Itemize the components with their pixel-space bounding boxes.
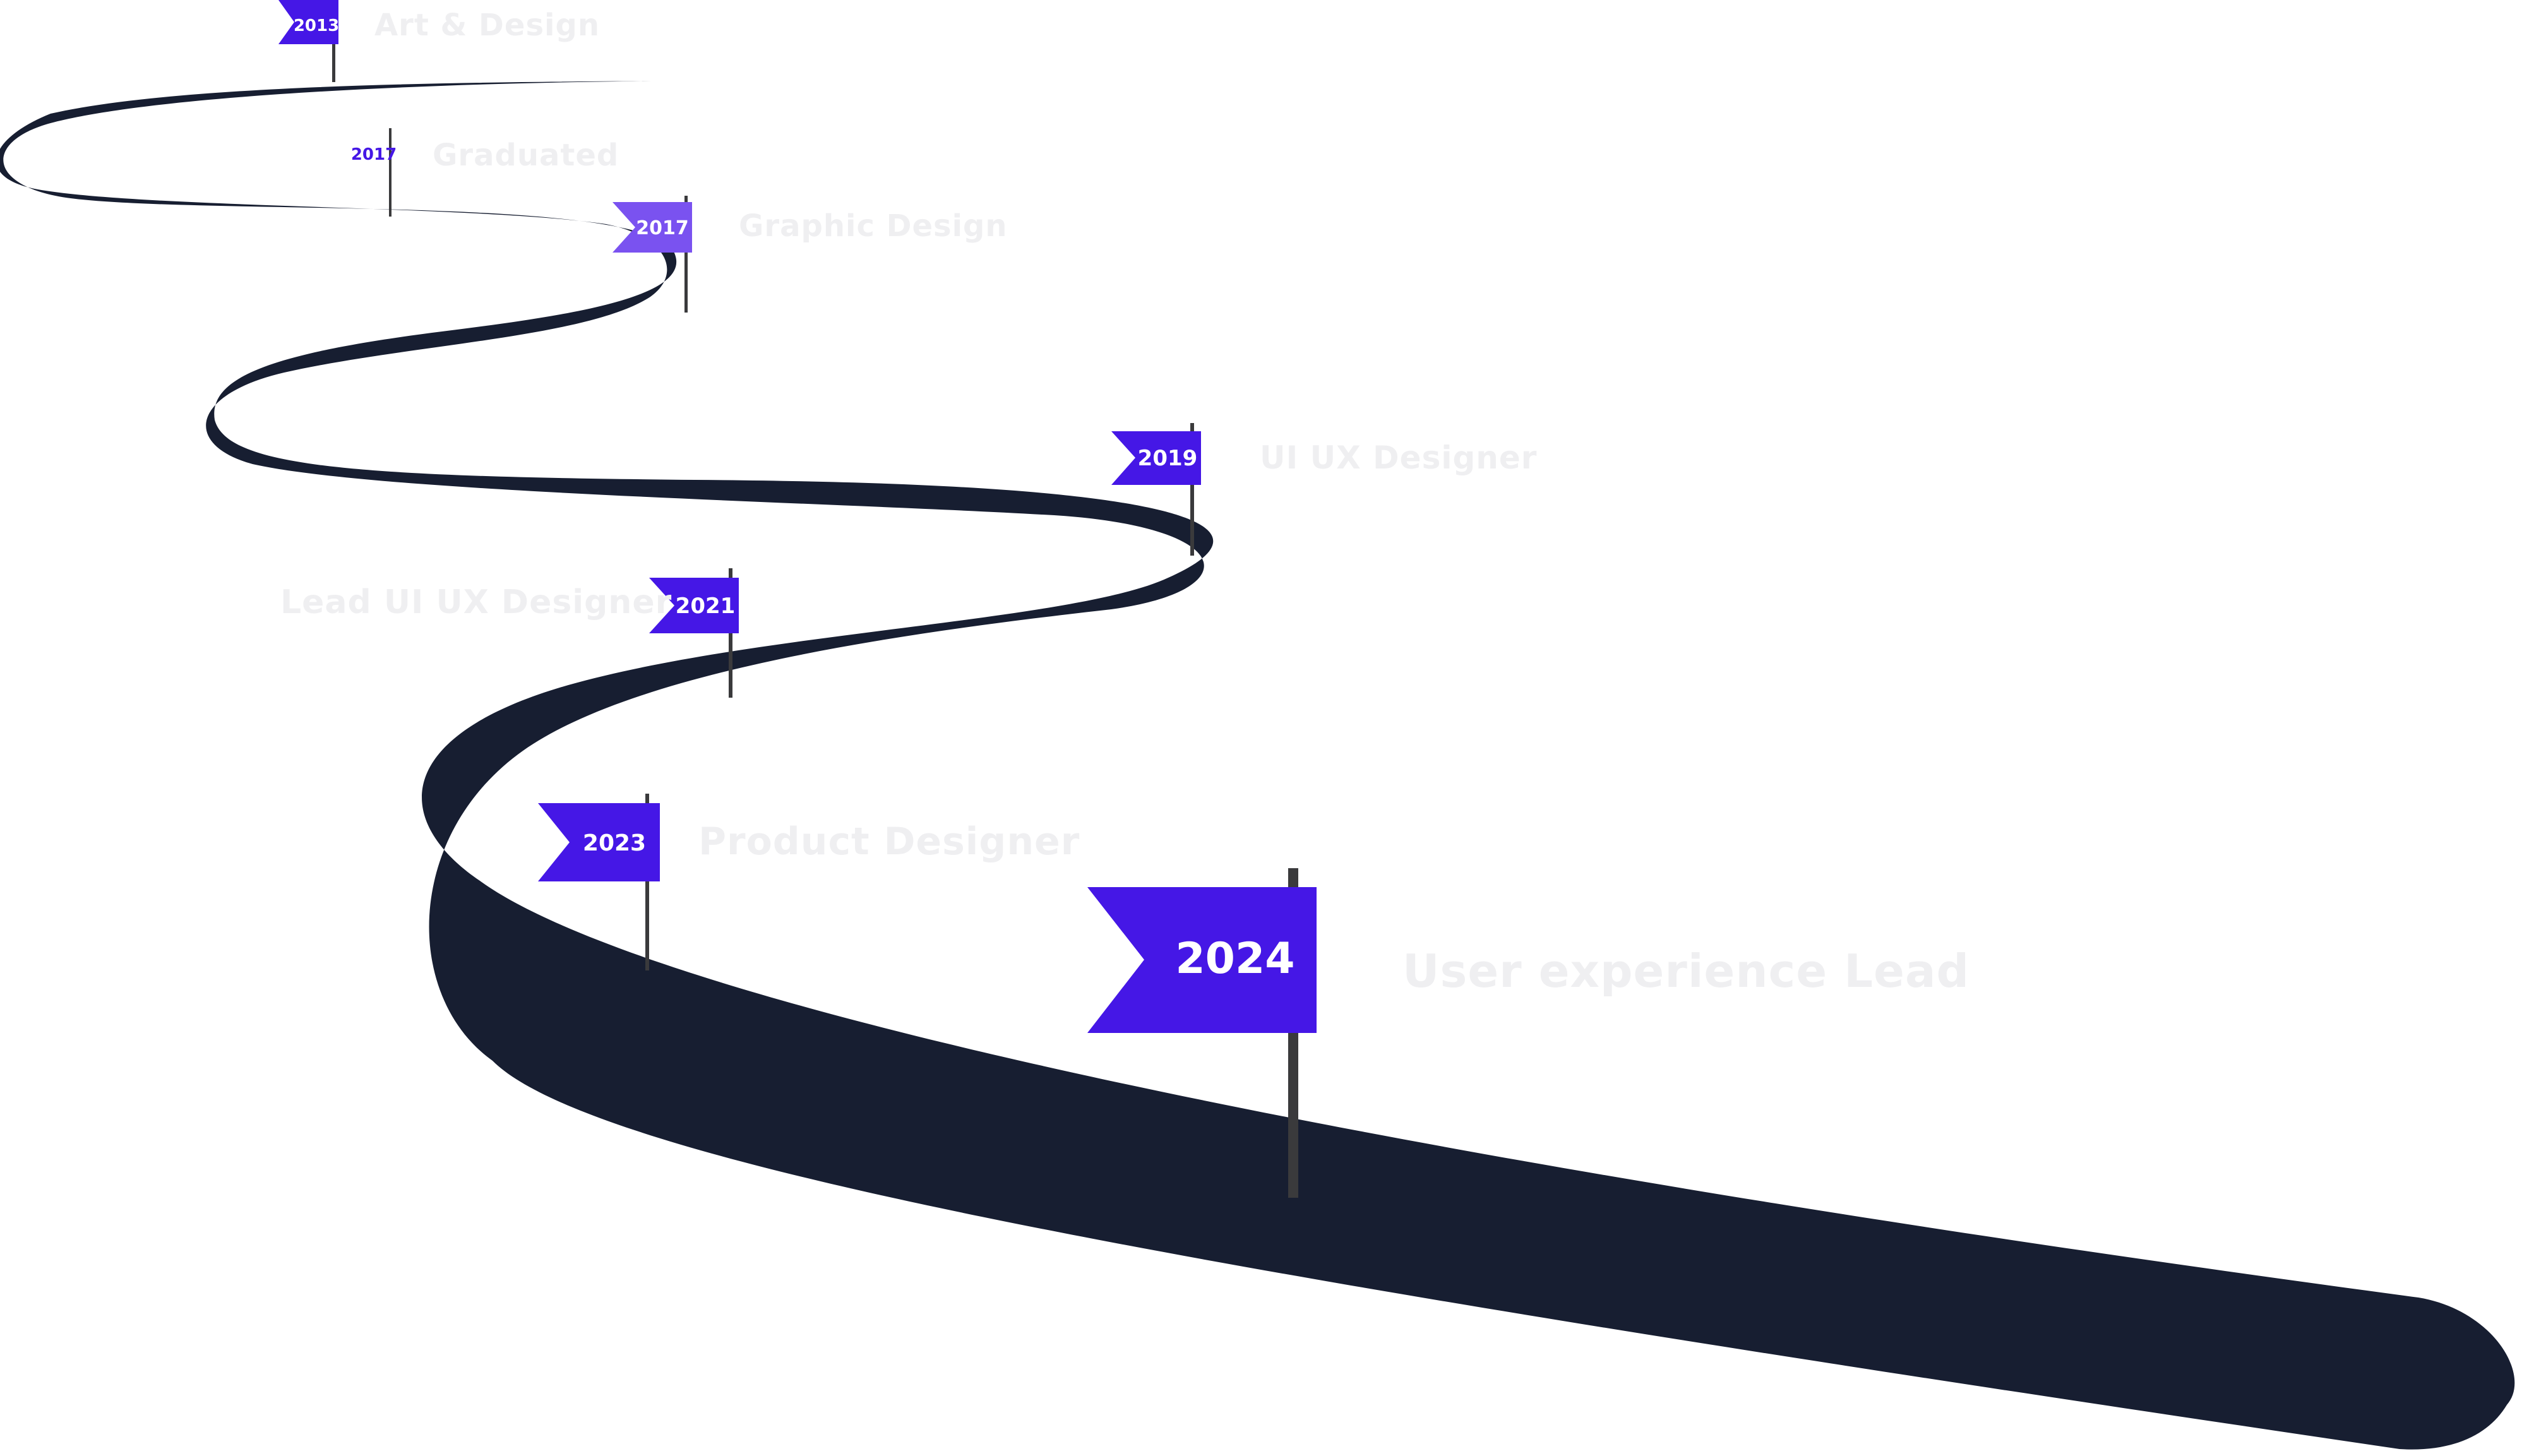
milestone-2019: 2019 bbox=[1111, 423, 1201, 556]
year-2013-text: 2013 bbox=[294, 16, 339, 35]
year-2021-text: 2021 bbox=[676, 594, 736, 619]
flag bbox=[613, 202, 692, 253]
flag bbox=[278, 0, 338, 44]
flag bbox=[1087, 887, 1317, 1033]
flag-pole bbox=[645, 794, 649, 970]
milestone-2024: 2024 bbox=[1087, 868, 1317, 1198]
label-product-designer: Product Designer bbox=[698, 820, 1080, 864]
label-art-design: Art & Design bbox=[374, 8, 600, 43]
year-2017-text-2: 2017 bbox=[636, 217, 689, 239]
flag bbox=[649, 578, 739, 633]
year-2019-text: 2019 bbox=[1138, 446, 1198, 471]
flag-pole bbox=[389, 128, 391, 217]
label-ui-ux-designer: UI UX Designer bbox=[1260, 439, 1538, 476]
milestone-2023: 2023 bbox=[538, 794, 660, 970]
flag-pole bbox=[1190, 423, 1194, 556]
milestone-2017-graduated: 2017 bbox=[351, 128, 397, 217]
label-graphic-design: Graphic Design bbox=[739, 208, 1008, 244]
flag bbox=[538, 803, 660, 881]
label-graduated: Graduated bbox=[433, 138, 619, 173]
year-2023-text: 2023 bbox=[583, 830, 646, 856]
year-2017-text: 2017 bbox=[351, 145, 397, 164]
flag-pole bbox=[684, 196, 688, 313]
year-2024-text: 2024 bbox=[1175, 934, 1294, 984]
flag bbox=[1111, 431, 1201, 485]
milestone-2017-graphic-design: 2017 bbox=[613, 196, 692, 313]
milestone-2021: 2021 bbox=[649, 568, 739, 698]
winding-road bbox=[0, 81, 2515, 1450]
label-lead-ui-ux-designer: Lead UI UX Designer bbox=[280, 583, 672, 621]
milestone-2013: 2013 bbox=[278, 0, 339, 82]
label-user-experience-lead: User experience Lead bbox=[1402, 945, 1970, 998]
